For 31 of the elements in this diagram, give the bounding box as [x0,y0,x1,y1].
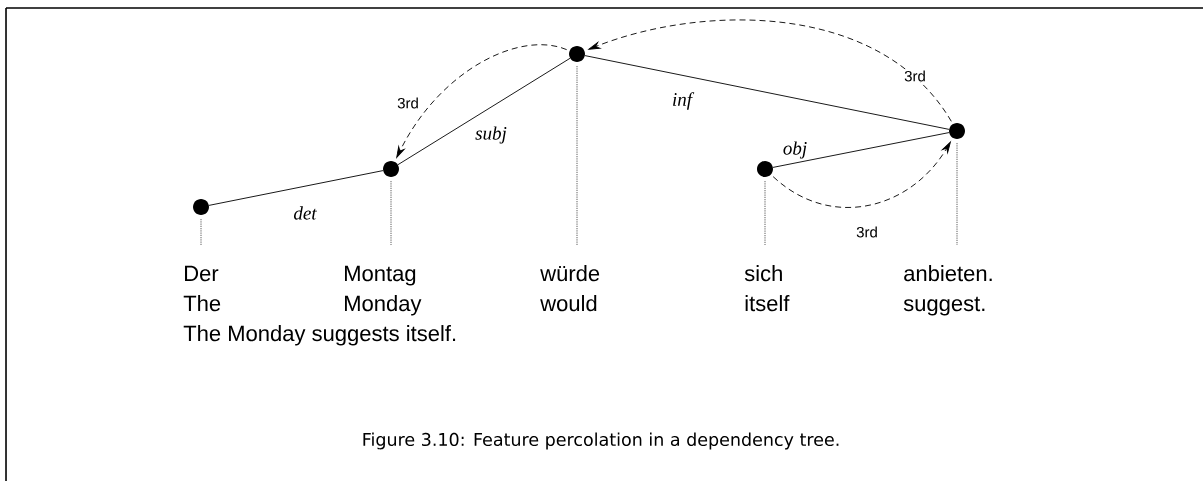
word: itself [745,295,790,312]
dashed-arrow [772,141,951,208]
word: Der [185,265,219,282]
edge-label: 3rd [855,225,879,239]
edge-label: 3rd [903,69,927,83]
caption: Figure 3.10: Feature percolation in a dependency tree. [363,432,839,450]
dashed-arrow [588,19,952,122]
word: sich [744,265,782,282]
word: Montag [345,265,416,286]
dependency-line [208,170,384,206]
word: The [183,295,221,312]
dependency-line [584,55,950,130]
word: would [540,295,597,312]
word: suggest. [903,296,985,316]
edge-label: subj [474,125,508,145]
edge-label: inf [671,91,695,111]
dot [383,161,399,177]
word: Monday [345,295,422,316]
edge-label: det [292,205,318,221]
dot [569,46,585,62]
edge-label: 3rd [396,96,420,110]
dependency-line [397,57,571,166]
edge-label: obj [781,140,809,160]
word: The Monday suggests itself. [183,325,456,346]
dashed-arrow [396,44,568,158]
dot [757,161,773,177]
dot [193,199,209,215]
dependency-line [772,132,950,168]
word: würde [540,265,600,282]
dot [949,123,965,139]
word: anbieten. [904,265,992,282]
